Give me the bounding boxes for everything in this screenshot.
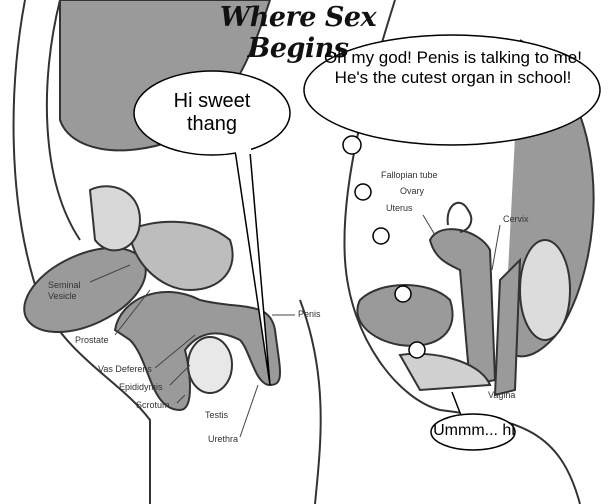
male-anatomy-drawing (12, 0, 322, 504)
label-fallopian-tube: Fallopian tube (381, 170, 438, 180)
label-leader-lines (89, 214, 501, 438)
label-urethra: Urethra (208, 434, 239, 444)
male-speech-bubble (133, 70, 291, 386)
female-thought-bubble (303, 34, 601, 359)
female-thought-text: Oh my god! Penis is talking to me! He's … (324, 48, 582, 87)
label-seminal-vesicle: Seminal Vesicle (48, 280, 81, 301)
label-uterus: Uterus (386, 203, 413, 213)
male-speech-text: Hi sweet thang (173, 90, 251, 135)
label-cervix: Cervix (503, 214, 529, 224)
label-testis: Testis (205, 410, 229, 420)
label-vas-deferens: Vas Deferens (98, 364, 152, 374)
label-prostate: Prostate (75, 335, 109, 345)
label-scrotum: Scrotum (136, 400, 170, 410)
label-ovary: Ovary (400, 186, 425, 196)
label-epididymis: Epididymis (119, 382, 163, 392)
female-speech-bubble (430, 391, 516, 451)
label-penis: Penis (298, 309, 321, 319)
comic-title: Where Sex Begins (219, 2, 377, 64)
female-speech-text: Ummm... hi (433, 422, 515, 439)
label-vagina: Vagina (488, 390, 516, 400)
